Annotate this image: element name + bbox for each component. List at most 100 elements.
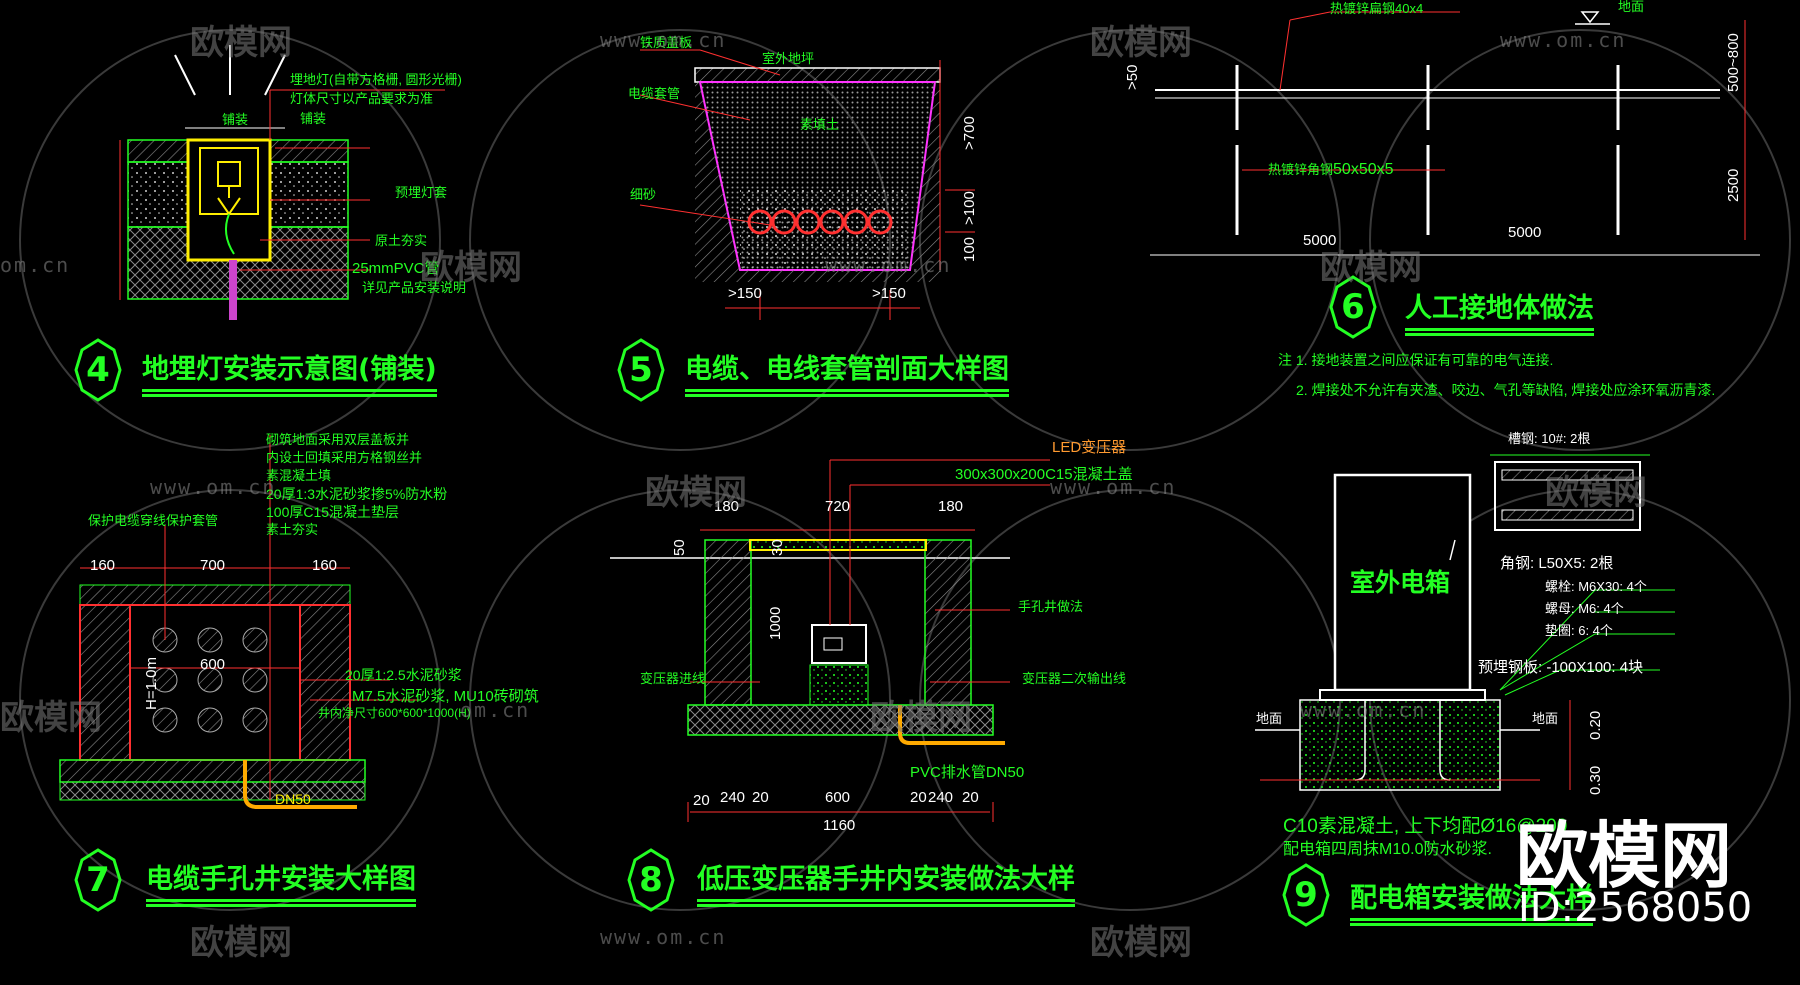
diagram-6-grounding (1150, 11, 1760, 256)
d8-label-in-line: 变压器进线 (640, 671, 706, 686)
d4-label-manual: 详见产品安装说明 (362, 280, 467, 295)
diagram-6-number: 6 (1341, 287, 1365, 327)
d7-note-1: 砌筑地面采用双层盖板并 (266, 432, 410, 447)
title-underline (146, 904, 416, 907)
d6-dim-50: >50 (1124, 64, 1141, 90)
d7-label-pipe: DN50 (275, 791, 311, 807)
d9-label-ground-left: 地面 (1256, 711, 1283, 726)
title-underline (697, 899, 1075, 902)
watermark-url: om.cn (460, 698, 531, 722)
title-badges (74, 275, 1377, 927)
d9-spec-nut: 螺母: M6: 4个 (1545, 601, 1624, 616)
d4-dim-top: 铺装 (222, 112, 249, 127)
d8-label-out-line: 变压器二次输出线 (1022, 671, 1127, 686)
d5-dim-left: >150 (728, 285, 762, 302)
d8-dim-b5: 20 (910, 789, 927, 806)
diagram-5-number: 5 (629, 350, 653, 390)
watermark-logo: 欧模网 (1090, 23, 1192, 63)
watermark-url: www.om.cn (1050, 475, 1177, 499)
watermark-url: www.om.cn (150, 475, 277, 499)
d8-dim-b4: 600 (825, 789, 851, 806)
diagram-4-number: 4 (86, 350, 110, 390)
diagram-9-title: 配电箱安装做法大样 (1350, 883, 1593, 926)
brand-logo-text: 欧模网 (1516, 814, 1733, 898)
d4-label-sleeve: 预埋灯套 (395, 185, 448, 200)
d5-label-grade: 室外地坪 (762, 51, 815, 66)
d8-dim-30: 30 (769, 539, 786, 556)
title-underline (1405, 333, 1594, 336)
diagram-6-title: 人工接地体做法 (1405, 295, 1594, 336)
d9-spec-angle: 角钢: L50X5: 2根 (1500, 555, 1614, 572)
diagram-8-transformer-well (610, 459, 1050, 822)
badge-octagon-7 (74, 848, 122, 912)
watermark-logo: 欧模网 (190, 923, 292, 963)
d5-label-cover: 铁质盖板 (640, 35, 693, 50)
d7-note-5: 100厚C15混凝土垫层 (266, 504, 400, 520)
d8-label-well: 手孔井做法 (1018, 599, 1084, 614)
diagram-9-distribution-box (1255, 454, 1675, 791)
d5-label-sand: 细砂 (630, 187, 657, 202)
d9-spec-plate: 预埋钢板: -100X100: 4块 (1478, 659, 1644, 676)
diagram-7-title: 电缆手孔井安装大样图 (146, 864, 416, 907)
diagram-4-buried-lamp (119, 45, 445, 320)
d5-dim-low: 100 (961, 236, 978, 262)
watermark-logo: 欧模网 (190, 23, 292, 63)
brand-id-text: ID:2568050 (1518, 885, 1753, 931)
d7-label-size: 井内净尺寸600*600*1000(H) (318, 706, 471, 720)
d9-note-mortar: 配电箱四周抹M10.0防水砂浆. (1283, 841, 1492, 858)
d9-spec-bolt: 螺栓: M6X30: 4个 (1545, 579, 1647, 594)
diagram-7-hand-hole (59, 435, 420, 809)
diagram-9-number: 9 (1294, 875, 1318, 915)
title-underline (685, 389, 1009, 392)
d7-label-left: 保护电缆穿线保护套管 (88, 513, 219, 528)
watermark-logo: 欧模网 (1320, 248, 1422, 288)
d7-label-plaster: 20厚1:2.5水泥砂浆 (345, 667, 462, 683)
badge-octagon-8 (627, 848, 675, 912)
d7-dim-height: H=1.0m (143, 657, 160, 710)
d9-box-label: 室外电箱 (1350, 568, 1451, 597)
d8-dim-b7: 20 (962, 789, 979, 806)
title-underline (685, 394, 1009, 397)
diagram-7-title-text: 电缆手孔井安装大样图 (146, 864, 416, 895)
watermark-url: www.om.cn (825, 253, 952, 277)
diagram-9-title-text: 配电箱安装做法大样 (1350, 883, 1593, 914)
d7-dim-160-b: 160 (312, 557, 338, 574)
diagram-8-number: 8 (639, 860, 663, 900)
d8-dim-b1: 20 (693, 792, 710, 809)
d8-label-cover: 300x300x200C15混凝土盖 (955, 466, 1133, 483)
d7-dim-700: 700 (200, 557, 226, 574)
title-underline (1405, 328, 1594, 331)
d4-label-pave: 铺装 (300, 111, 327, 126)
d7-dim-160-a: 160 (90, 557, 116, 574)
d7-note-2: 内设土回填采用方格钢丝并 (266, 450, 423, 465)
d5-dim-mid: >100 (961, 191, 978, 225)
diagram-4-title: 地埋灯安装示意图(铺装) (142, 354, 437, 397)
diagram-4-title-text: 地埋灯安装示意图(铺装) (142, 354, 437, 385)
d9-spec-washer: 垫圈: 6: 4个 (1545, 623, 1613, 638)
d8-label-led: LED变压器 (1052, 439, 1127, 456)
d6-dim-500-800: 500~800 (1725, 33, 1742, 92)
d4-note-size: 灯体尺寸以产品要求为准 (290, 91, 434, 106)
d8-dim-1000: 1000 (767, 606, 784, 640)
badge-octagon-4 (74, 338, 122, 402)
d4-label-soil: 原土夯实 (375, 233, 428, 248)
title-underline (146, 899, 416, 902)
badge-octagon-9 (1282, 863, 1330, 927)
watermark-url: om.cn (0, 253, 71, 277)
diagram-5-title: 电缆、电线套管剖面大样图 (685, 356, 1009, 397)
d6-label-angle-name: 热镀锌角钢 (1268, 162, 1334, 177)
d8-dim-720: 720 (825, 498, 851, 515)
diagram-8-title-text: 低压变压器手井内安装做法大样 (697, 864, 1075, 895)
watermark-url: www.om.cn (600, 28, 727, 52)
watermark-logo: 欧模网 (1545, 473, 1647, 513)
d7-dim-600: 600 (200, 656, 226, 673)
d8-dim-180-b: 180 (938, 498, 964, 515)
d9-note-concrete: C10素混凝土, 上下均配Ø16@200 (1283, 816, 1568, 837)
d6-dim-5000-a: 5000 (1303, 232, 1337, 249)
watermark-logo: 欧模网 (420, 248, 522, 288)
d7-label-masonry: M7.5水泥砂浆, MU10砖砌筑 (352, 688, 539, 705)
watermark-url: www.om.cn (1500, 28, 1627, 52)
watermark-logo: 欧模网 (0, 698, 102, 738)
d5-dim-right: >150 (872, 285, 906, 302)
